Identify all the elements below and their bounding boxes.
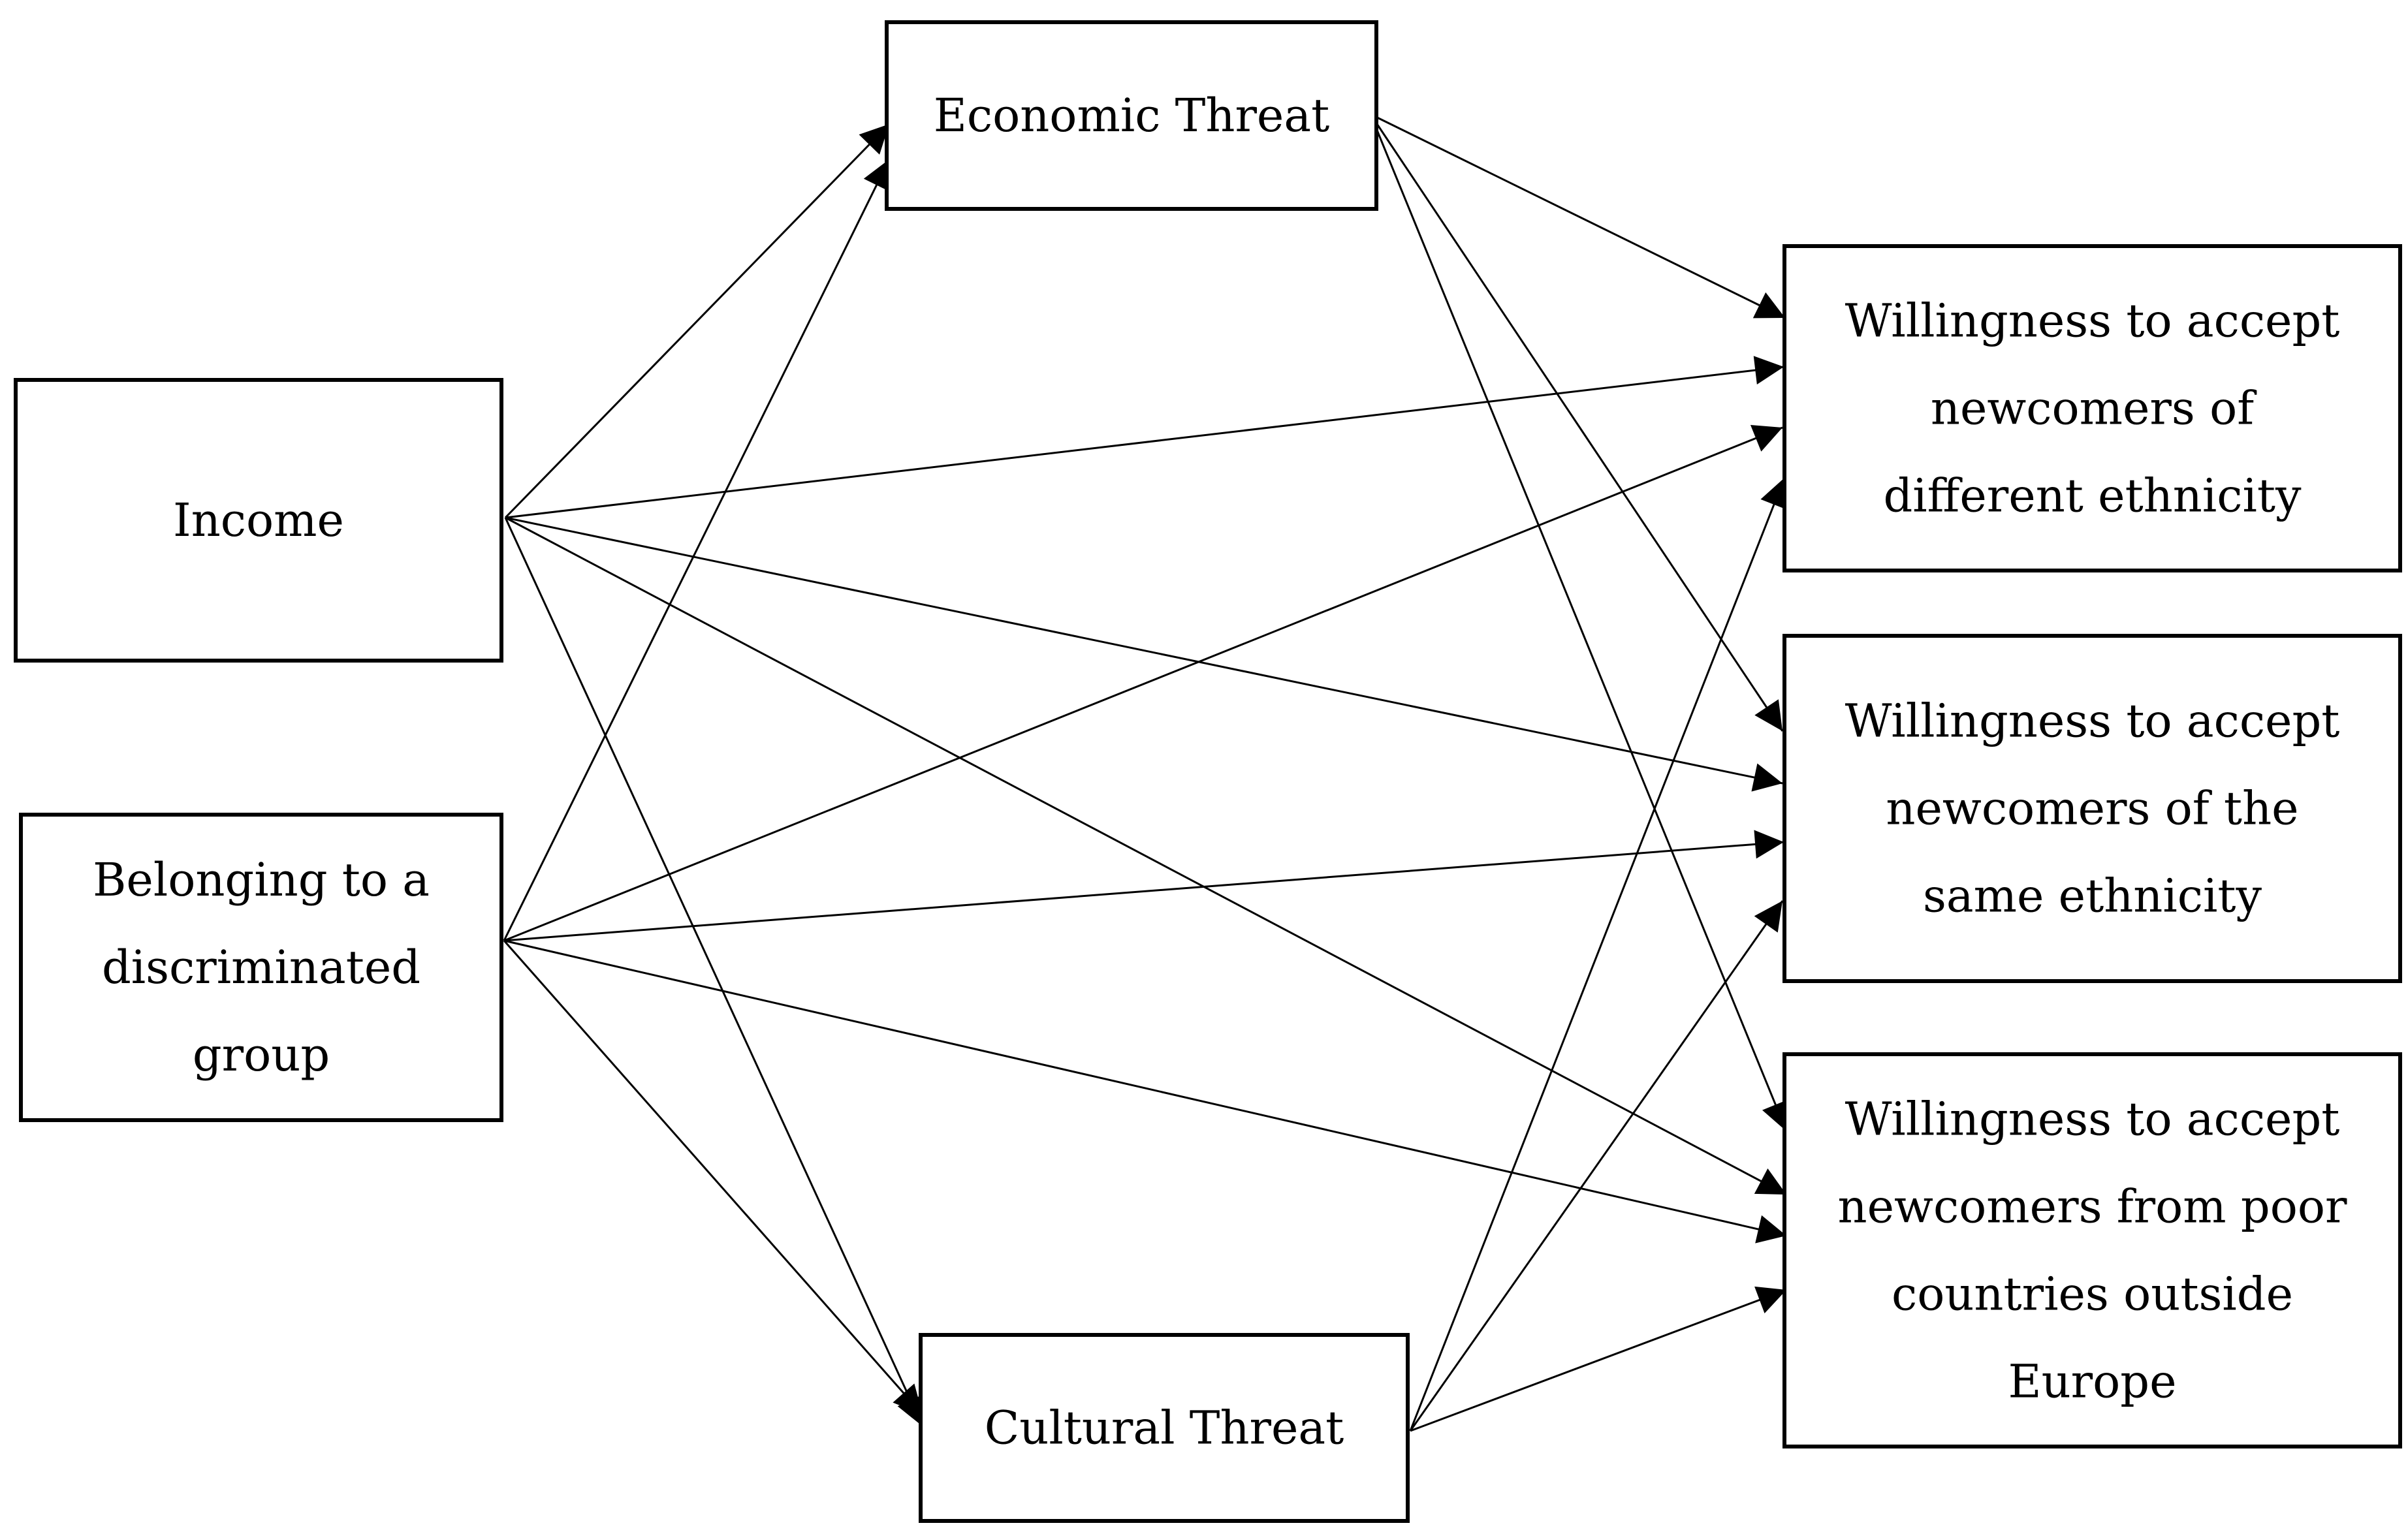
node-willingness-different: Willingness to accept newcomers of differe… (1782, 244, 2402, 572)
node-label-willingness-poor-line-4: Europe (2008, 1355, 2176, 1409)
arrow-economic-threat-to-willingness-poor (1369, 114, 1789, 1132)
node-box-income (14, 378, 503, 663)
node-income: Income (14, 378, 503, 663)
arrow-cultural-threat-to-willingness-same (1409, 900, 1784, 1432)
arrow-income-to-willingness-poor (505, 516, 1787, 1196)
arrow-belonging-to-willingness-different (503, 424, 1783, 942)
node-label-income-line-1: Income (173, 493, 344, 547)
arrow-belonging-to-economic-threat (503, 159, 891, 941)
node-willingness-same: Willingness to accept newcomers of the sam… (1782, 634, 2402, 983)
node-box-willingness-different (1782, 244, 2402, 572)
node-willingness-poor: Willingness to accept newcomers from poor… (1782, 1052, 2402, 1448)
node-label-willingness-different-line-3: different ethnicity (1883, 469, 2302, 523)
node-label-willingness-same-line-1: Willingness to accept (1845, 695, 2340, 748)
node-cultural-threat: Cultural Threat (919, 1333, 1410, 1523)
node-label-economic-threat-line-1: Economic Threat (934, 89, 1329, 142)
node-box-willingness-poor (1782, 1052, 2402, 1448)
node-label-willingness-poor-line-1: Willingness to accept (1845, 1093, 2340, 1146)
node-label-belonging-line-2: discriminated (102, 941, 420, 994)
node-label-willingness-poor-line-2: newcomers from poor (1838, 1180, 2347, 1234)
arrow-income-to-willingness-different (505, 356, 1784, 519)
arrow-income-to-willingness-same (505, 516, 1783, 792)
node-label-willingness-same-line-2: newcomers of the (1886, 782, 2298, 836)
arrow-economic-threat-to-willingness-same (1369, 114, 1784, 732)
arrow-belonging-to-willingness-poor (503, 939, 1787, 1244)
arrow-belonging-to-willingness-same (503, 830, 1784, 942)
edges-layer (503, 113, 1789, 1432)
arrow-belonging-to-cultural-threat (503, 940, 924, 1415)
node-box-economic-threat (885, 20, 1378, 211)
node-label-willingness-different-line-1: Willingness to accept (1845, 294, 2340, 348)
node-label-belonging-line-3: group (193, 1028, 330, 1082)
node-label-cultural-threat-line-1: Cultural Threat (985, 1401, 1344, 1455)
arrow-cultural-threat-to-willingness-poor (1410, 1286, 1787, 1432)
arrow-income-to-economic-threat (504, 123, 891, 519)
node-label-willingness-same-line-3: same ethnicity (1923, 869, 2262, 923)
node-label-willingness-different-line-2: newcomers of (1931, 382, 2257, 435)
node-box-willingness-same (1782, 634, 2402, 983)
arrow-economic-threat-to-willingness-different (1370, 113, 1786, 319)
arrow-cultural-threat-to-willingness-different (1409, 477, 1788, 1432)
node-box-cultural-threat (919, 1333, 1410, 1523)
arrow-income-to-cultural-threat (504, 517, 924, 1427)
node-belonging: Belonging to a discriminated group (19, 813, 503, 1122)
node-box-belonging (19, 813, 503, 1122)
node-economic-threat: Economic Threat (885, 20, 1378, 211)
node-label-belonging-line-1: Belonging to a (93, 853, 430, 907)
node-label-willingness-poor-line-3: countries outside (1892, 1268, 2293, 1321)
